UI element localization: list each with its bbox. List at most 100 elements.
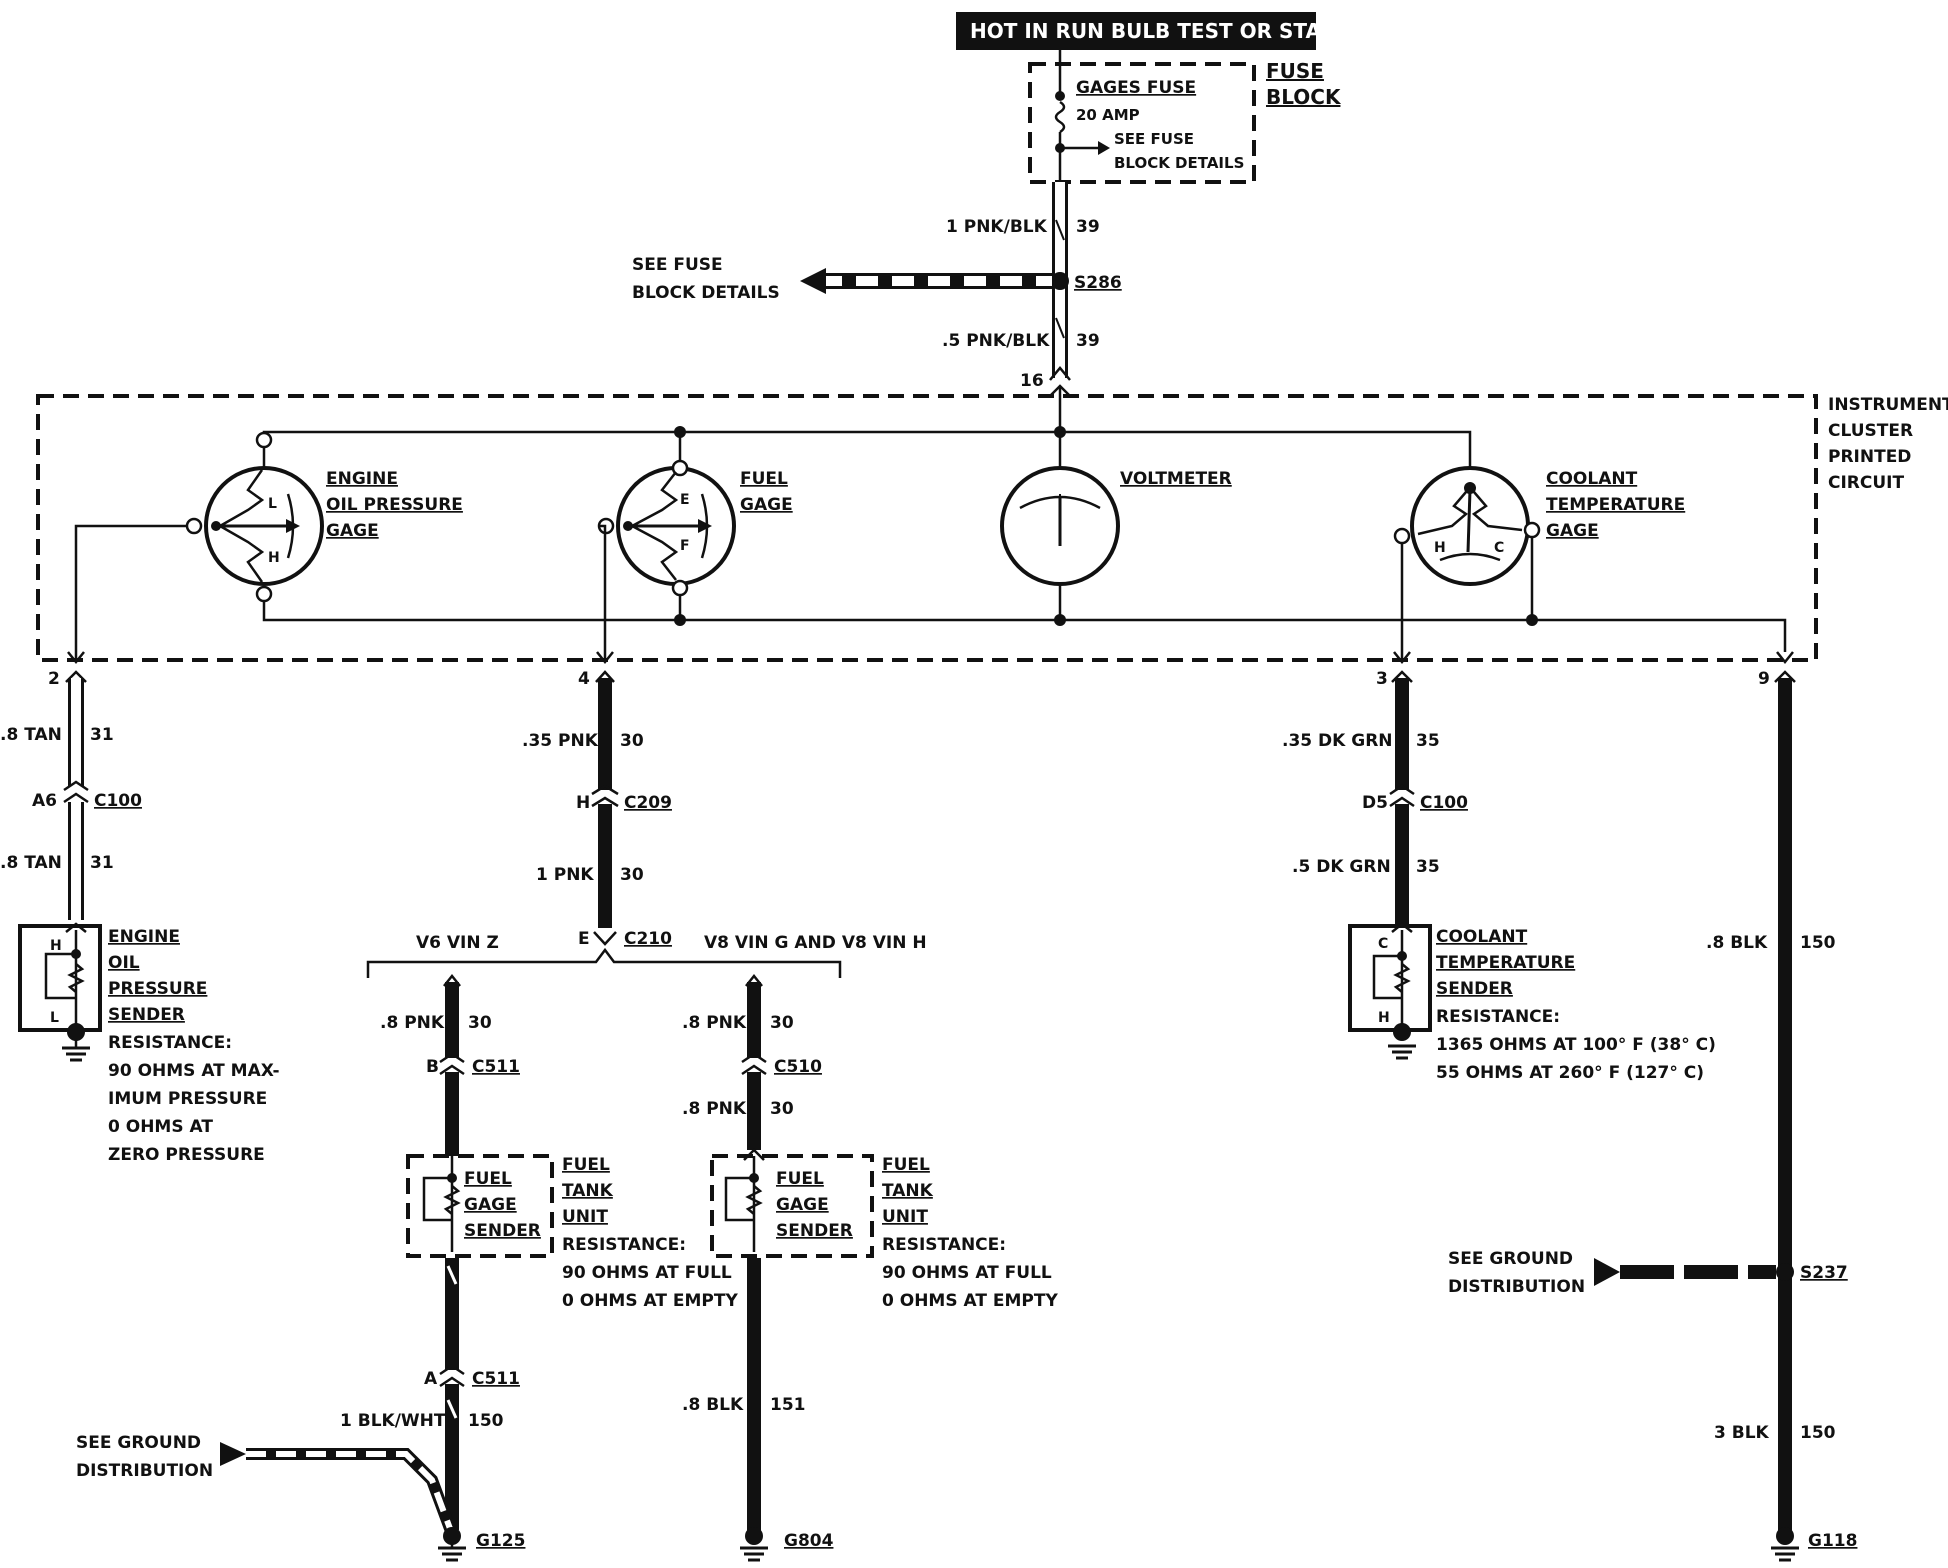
oil-resistance-2: 90 OHMS AT MAX-: [108, 1061, 280, 1081]
ground-see-2: DISTRIBUTION: [1448, 1277, 1585, 1297]
ground-pin: 9: [1758, 669, 1770, 689]
ground-circuit-2: 150: [1800, 1423, 1836, 1443]
oil-conn: C100: [94, 791, 142, 811]
fuel-right-sender-box: [710, 1154, 874, 1258]
coolant-gage-mark-h: H: [1434, 540, 1446, 556]
oil-wire-1-label: .8 TAN: [0, 725, 62, 745]
fuel-right-wire-3-label: .8 BLK: [682, 1395, 744, 1415]
fuel-left-sender-3: SENDER: [464, 1221, 541, 1241]
coolant-sender-resistor-icon: [1393, 963, 1411, 993]
fuel-conn1: C209: [624, 793, 672, 813]
fuel-right-sender-1: FUEL: [776, 1169, 824, 1189]
g118-ground-icon: [1771, 1546, 1799, 1562]
oil-sender-label-4: SENDER: [108, 1005, 185, 1025]
splice-s286-node: [1051, 272, 1069, 290]
oil-circuit-2: 31: [90, 853, 114, 873]
coolant-circuit-2: 35: [1416, 857, 1440, 877]
ground-see-1: SEE GROUND: [1448, 1249, 1573, 1269]
fuel-wire-1-label: .35 PNK: [522, 731, 599, 751]
fuel-gage-label-1: FUEL: [740, 469, 788, 489]
fuel-right-circuit-1: 30: [770, 1013, 794, 1033]
oil-sender-label-1: ENGINE: [108, 927, 180, 947]
fuel-conn1-pin: H: [576, 793, 590, 813]
coolant-gage-label-2: TEMPERATURE: [1546, 495, 1685, 515]
coolant-sender-label-1: COOLANT: [1436, 927, 1528, 947]
fuel-right-wire-2-label: .8 PNK: [682, 1099, 747, 1119]
fuel-left-resistor-icon: [443, 1185, 461, 1215]
oil-resistance-3: IMUM PRESSURE: [108, 1089, 267, 1109]
oil-resistance-5: ZERO PRESSURE: [108, 1145, 265, 1165]
see-fuse-arrow-icon: [800, 268, 826, 294]
oil-pin: 2: [48, 669, 60, 689]
coolant-resistance-2: 1365 OHMS AT 100° F (38° C): [1436, 1035, 1716, 1055]
oil-resistance-1: RESISTANCE:: [108, 1033, 232, 1053]
coolant-wire-2-label: .5 DK GRN: [1292, 857, 1391, 877]
coolant-sender-mark-h: H: [1378, 1010, 1390, 1026]
fuel-gage-pin-wire: [599, 524, 607, 660]
fuel-right-circuit-2: 30: [770, 1099, 794, 1119]
ground-wire-2-label: 3 BLK: [1714, 1423, 1770, 1443]
feed-circuit-bottom: 39: [1076, 331, 1100, 351]
oil-sender-label-2: OIL: [108, 953, 140, 973]
fuel-left-resistance-2: 90 OHMS AT FULL: [562, 1263, 732, 1283]
fuel-right-sender-3: SENDER: [776, 1221, 853, 1241]
feed-see-2: BLOCK DETAILS: [632, 283, 780, 303]
fuel-right-c510-icon: [741, 1052, 767, 1076]
cluster-label-1: INSTRUMENT: [1828, 395, 1948, 415]
fuel-right-wire-1-label: .8 PNK: [682, 1013, 747, 1033]
cluster-bottom-bus: [262, 594, 1787, 652]
power-source-bar: [956, 12, 1316, 50]
coolant-ground-icon: [1388, 1044, 1416, 1060]
g125-ground-icon: [438, 1544, 466, 1562]
fuse-block-label-2: BLOCK: [1266, 85, 1342, 109]
fuel-left-c511-icon: [439, 1052, 465, 1076]
feed-see-1: SEE FUSE: [632, 255, 723, 275]
oil-gage-mark-l: L: [268, 496, 277, 512]
feed-pin: 16: [1020, 371, 1044, 391]
coolant-conn-pin: D5: [1362, 793, 1388, 813]
feed-wire-bottom-label: .5 PNK/BLK: [942, 331, 1050, 351]
oil-conn-pin: A6: [32, 791, 57, 811]
instrument-cluster-box: [36, 394, 1818, 662]
splice-s237-label: S237: [1800, 1263, 1848, 1283]
fuel-left-unit-2: TANK: [562, 1181, 614, 1201]
fuel-left-c511b-icon: [439, 1364, 465, 1388]
fuel-right-unit-1: FUEL: [882, 1155, 930, 1175]
fuel-left-circuit-1: 30: [468, 1013, 492, 1033]
fuel-right-resistance-1: RESISTANCE:: [882, 1235, 1006, 1255]
fuel-left-sender-box: [406, 1154, 554, 1258]
fuse-icon: [1054, 100, 1066, 134]
fuel-c209-icon: [591, 784, 619, 808]
splice-s286-label: S286: [1074, 273, 1122, 293]
cluster-label-3: PRINTED: [1828, 447, 1911, 467]
oil-sender-box: [18, 924, 102, 1032]
fuel-left-sender-2: GAGE: [464, 1195, 517, 1215]
fuel-left-conn: C511: [472, 1057, 520, 1077]
fuel-left-unit-1: FUEL: [562, 1155, 610, 1175]
fuel-right-label: V8 VIN G AND V8 VIN H: [704, 933, 927, 953]
oil-gage-mark-h: H: [268, 550, 280, 566]
g804-ground-icon: [740, 1546, 768, 1562]
fuel-left-conn-pin: B: [426, 1057, 439, 1077]
fuel-left-conn-b-pin: A: [424, 1369, 438, 1389]
fuse-name: GAGES FUSE: [1076, 78, 1196, 98]
fuel-right-resistor-icon: [745, 1185, 763, 1215]
fuel-left-resistance-3: 0 OHMS AT EMPTY: [562, 1291, 738, 1311]
ground-circuit-1: 150: [1800, 933, 1836, 953]
cluster-top-bus: [262, 430, 1472, 490]
oil-gage-pin-wire: [74, 524, 187, 660]
fuel-right-conn: C510: [774, 1057, 822, 1077]
fuel-left-see-1: SEE GROUND: [76, 1433, 201, 1453]
fuel-left-circuit-2: 150: [468, 1411, 504, 1431]
fuel-conn2: C210: [624, 929, 672, 949]
coolant-resistance-1: RESISTANCE:: [1436, 1007, 1560, 1027]
cluster-label-4: CIRCUIT: [1828, 473, 1904, 493]
fuel-left-label: V6 VIN Z: [416, 933, 499, 953]
voltmeter-label: VOLTMETER: [1120, 469, 1232, 489]
fuel-left-sender-1: FUEL: [464, 1169, 512, 1189]
oil-gage-label-2: OIL PRESSURE: [326, 495, 463, 515]
oil-sender-mark-l: L: [50, 1010, 59, 1026]
power-source-label: HOT IN RUN BULB TEST OR START: [970, 19, 1349, 43]
coolant-connector-icon: [1389, 784, 1415, 808]
